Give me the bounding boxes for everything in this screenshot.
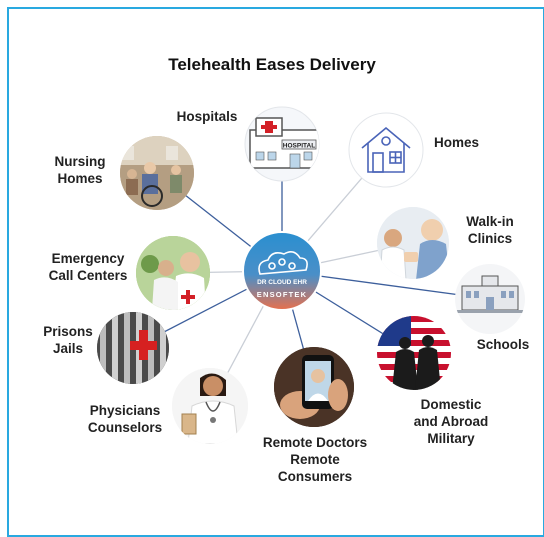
remote-phone-photo	[274, 347, 354, 427]
hospital-sign: HOSPITAL	[283, 143, 315, 150]
label-prisons-jails: Prisons Jails	[43, 324, 93, 356]
walkin-clinic-photo	[377, 207, 449, 279]
label-homes: Homes	[434, 135, 480, 150]
physicians-counselors-node	[172, 368, 248, 444]
homes-node	[348, 112, 424, 188]
hospital-icon: HOSPITAL	[249, 117, 319, 169]
remote-node	[274, 347, 354, 427]
nursing-homes-node	[120, 136, 194, 210]
label-physicians-counselors: Physicians Counselors	[87, 403, 163, 435]
emergency-call-center-photo	[136, 236, 210, 310]
military-node	[377, 316, 451, 390]
label-nursing-homes: Nursing Homes	[54, 154, 106, 186]
school-icon	[456, 275, 524, 313]
hub-company-text: ENSOFTEK	[257, 290, 307, 299]
label-walkin-clinics: Walk-in Clinics	[466, 214, 514, 246]
hospitals-node: HOSPITAL	[244, 106, 320, 182]
military-flag-photo	[377, 316, 451, 390]
diagram-title: Telehealth Eases Delivery	[168, 55, 376, 74]
emergency-call-centers-node	[136, 236, 210, 310]
label-emergency-call-centers: Emergency Call Centers	[48, 251, 128, 283]
hub-spoke-diagram: HOSPITAL	[97, 106, 525, 444]
hub-logo: DR CLOUD EHR ENSOFTEK	[242, 231, 322, 311]
label-schools: Schools	[476, 337, 530, 352]
label-remote: Remote Doctors Remote Consumers	[262, 435, 368, 484]
house-icon	[361, 126, 411, 173]
prisons-jails-node	[97, 312, 169, 384]
walkin-clinics-node	[377, 207, 449, 279]
prison-bars-photo	[97, 312, 169, 384]
hub-cloud-icon	[258, 250, 308, 275]
label-military: Domestic and Abroad Military	[413, 397, 489, 446]
nursing-home-photo	[120, 136, 194, 210]
physician-photo	[172, 368, 248, 444]
label-hospitals: Hospitals	[176, 109, 238, 124]
hub-brand-text: DR CLOUD EHR	[257, 279, 307, 286]
schools-node	[455, 264, 525, 334]
